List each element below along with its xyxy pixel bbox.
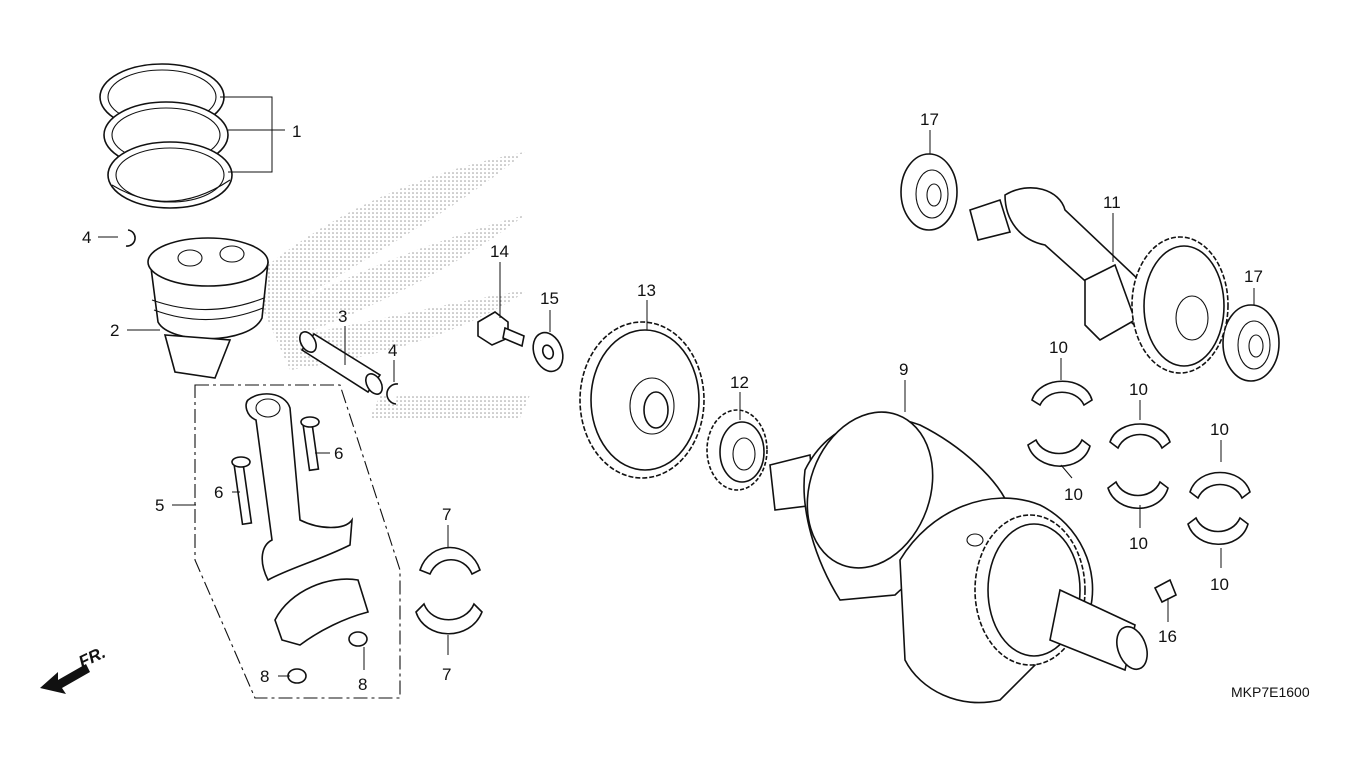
flange-bolt xyxy=(477,311,525,348)
piston xyxy=(147,237,269,379)
label-16: 16 xyxy=(1158,627,1177,646)
bearing-upper xyxy=(900,153,958,231)
label-8-left: 8 xyxy=(260,667,269,686)
label-5: 5 xyxy=(155,496,164,515)
label-14: 14 xyxy=(490,242,509,261)
label-6-right: 6 xyxy=(334,444,343,463)
label-3: 3 xyxy=(338,307,347,326)
label-1: 1 xyxy=(292,122,301,141)
label-9: 9 xyxy=(899,360,908,379)
pin-clip-right xyxy=(386,383,399,405)
label-12: 12 xyxy=(730,373,749,392)
piston-rings xyxy=(99,63,233,209)
label-6-left: 6 xyxy=(214,483,223,502)
label-13: 13 xyxy=(637,281,656,300)
diagram-code: MKP7E1600 xyxy=(1231,684,1310,700)
rod-bearings xyxy=(415,546,483,635)
forward-arrow-icon xyxy=(40,664,90,694)
main-bearings xyxy=(1027,380,1251,545)
piston-pin xyxy=(299,331,383,395)
woodruff-key xyxy=(1153,578,1178,604)
label-10-d: 10 xyxy=(1129,534,1148,553)
primary-drive-gear xyxy=(579,321,705,479)
balancer-shaft xyxy=(969,187,1229,374)
label-10-b: 10 xyxy=(1064,485,1083,504)
label-10-a: 10 xyxy=(1049,338,1068,357)
pin-clip-left xyxy=(125,229,136,247)
label-10-e: 10 xyxy=(1210,420,1229,439)
label-7-bottom: 7 xyxy=(442,665,451,684)
label-15: 15 xyxy=(540,289,559,308)
label-8-right: 8 xyxy=(358,675,367,694)
label-10-f: 10 xyxy=(1210,575,1229,594)
label-4-left: 4 xyxy=(82,228,91,247)
bearing-lower xyxy=(1222,304,1280,382)
wing-watermark xyxy=(250,152,530,418)
leader-lines xyxy=(98,96,1255,677)
timing-gear xyxy=(706,409,768,491)
label-17-bottom: 17 xyxy=(1244,267,1263,286)
label-2: 2 xyxy=(110,321,119,340)
crankshaft xyxy=(769,411,1148,704)
label-4-right: 4 xyxy=(388,341,397,360)
label-10-c: 10 xyxy=(1129,380,1148,399)
label-11: 11 xyxy=(1103,193,1121,212)
label-17-top: 17 xyxy=(920,110,939,129)
label-7-top: 7 xyxy=(442,505,451,524)
washer xyxy=(532,331,564,373)
connecting-rod-assembly xyxy=(194,384,401,699)
